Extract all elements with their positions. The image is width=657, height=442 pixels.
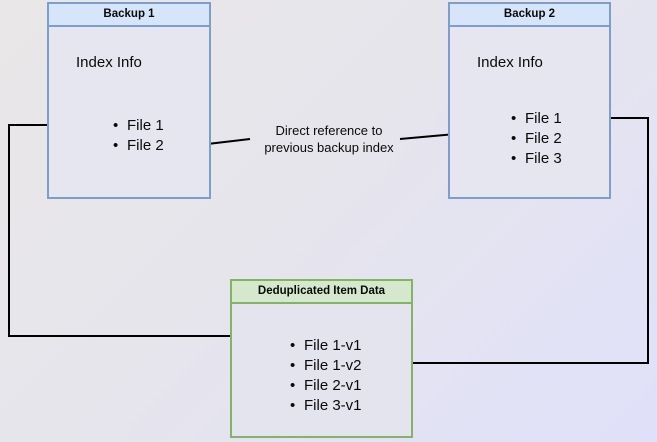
backup-1-header: Backup 1 [49, 4, 209, 27]
backup-2-index-info-label: Index Info [477, 54, 543, 71]
backup-2-body: Index Info File 1 File 2 File 3 [450, 27, 609, 197]
list-item: File 1 [511, 109, 562, 129]
backup-2-box: Backup 2 Index Info File 1 File 2 File 3 [448, 2, 611, 199]
backup-2-file-list: File 1 File 2 File 3 [495, 109, 562, 169]
deduplicated-file-list: File 1-v1 File 1-v2 File 2-v1 File 3-v1 [274, 336, 362, 416]
list-item: File 2 [113, 136, 164, 156]
backup-2-header: Backup 2 [450, 4, 609, 27]
direct-reference-annotation: Direct reference to previous backup inde… [249, 122, 409, 156]
backup-1-body: Index Info File 1 File 2 [49, 27, 209, 197]
direct-reference-line-1: Direct reference to [275, 123, 383, 138]
deduplicated-item-data-header: Deduplicated Item Data [232, 281, 411, 304]
list-item: File 1-v1 [290, 336, 362, 356]
deduplicated-item-data-box: Deduplicated Item Data File 1-v1 File 1-… [230, 279, 413, 438]
list-item: File 1-v2 [290, 356, 362, 376]
list-item: File 1 [113, 116, 164, 136]
list-item: File 2-v1 [290, 376, 362, 396]
deduplicated-item-data-body: File 1-v1 File 1-v2 File 2-v1 File 3-v1 [232, 304, 411, 436]
backup-1-box: Backup 1 Index Info File 1 File 2 [47, 2, 211, 199]
backup-1-index-info-label: Index Info [76, 54, 142, 71]
list-item: File 2 [511, 129, 562, 149]
list-item: File 3 [511, 149, 562, 169]
backup-1-file-list: File 1 File 2 [97, 116, 164, 156]
list-item: File 3-v1 [290, 396, 362, 416]
direct-reference-line-2: previous backup index [264, 140, 394, 155]
